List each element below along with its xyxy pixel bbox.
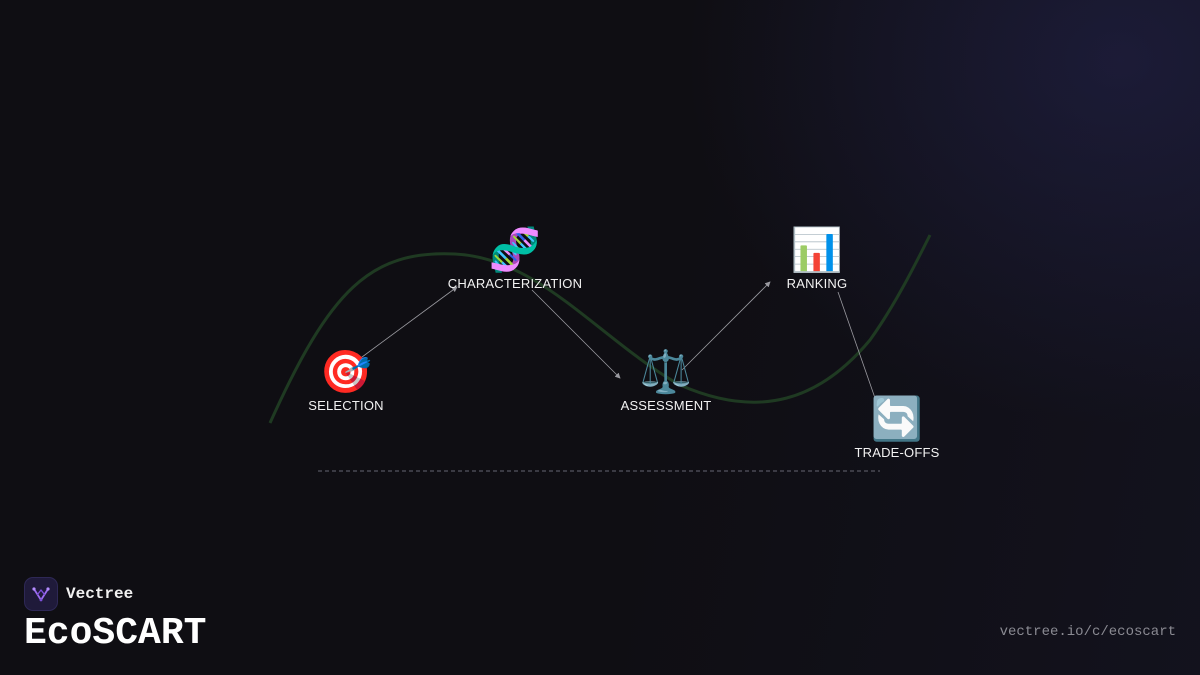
connector-assessment-ranking: [681, 281, 771, 371]
connector-selection-characterization: [357, 286, 458, 361]
flow-curve: [268, 234, 932, 424]
node-assessment: ⚖️ ASSESSMENT: [620, 347, 712, 414]
connector-characterization-assessment: [531, 289, 621, 379]
scales-icon: ⚖️: [639, 347, 693, 396]
node-tradeoffs: 🔄 TRADE-OFFS: [854, 394, 940, 461]
cycle-arrows-icon: 🔄: [870, 394, 924, 443]
node-label: CHARACTERIZATION: [447, 276, 583, 291]
node-ranking: 📊 RANKING: [786, 225, 848, 292]
brand-name: Vectree: [66, 585, 134, 603]
target-icon: 🎯: [319, 347, 373, 396]
vectree-logo-icon: [24, 577, 58, 611]
node-characterization: 🧬 CHARACTERIZATION: [447, 225, 583, 292]
course-url[interactable]: vectree.io/c/ecoscart: [999, 624, 1176, 640]
node-label: RANKING: [786, 276, 848, 291]
brand[interactable]: Vectree: [24, 577, 133, 611]
node-selection: 🎯 SELECTION: [308, 347, 384, 414]
dna-icon: 🧬: [488, 225, 542, 274]
node-label: TRADE-OFFS: [854, 445, 940, 460]
node-label: SELECTION: [308, 398, 384, 413]
node-label: ASSESSMENT: [620, 398, 712, 413]
bar-chart-icon: 📊: [790, 225, 844, 274]
connector-ranking-tradeoffs: [837, 291, 876, 399]
product-title: EcoSCART: [24, 612, 207, 655]
